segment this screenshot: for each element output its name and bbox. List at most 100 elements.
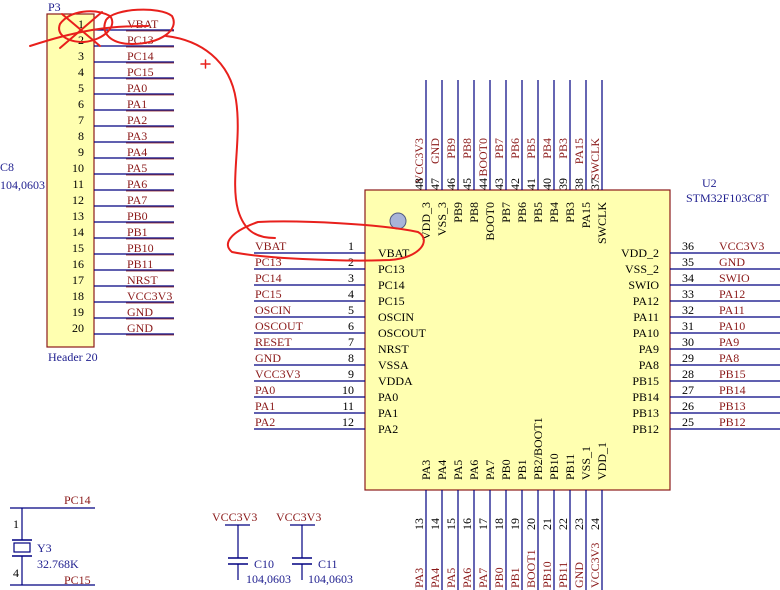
chip-right-pin-name: PA12	[633, 294, 659, 308]
chip-top-net: PB6	[508, 138, 522, 159]
header-pin-number: 12	[72, 193, 84, 207]
annotation-scribble-left	[29, 25, 149, 47]
header-pin-number: 6	[78, 97, 84, 111]
chip-top-pin-number: 48	[412, 178, 426, 190]
crystal-pin-top: 1	[13, 517, 19, 531]
header-net-label: PA0	[127, 81, 147, 95]
chip-right-pin-number: 34	[682, 271, 694, 285]
chip-ref: U2	[702, 176, 717, 190]
chip-top-pin-number: 37	[588, 178, 602, 190]
chip-top-net: PB5	[524, 138, 538, 159]
header-pin-number: 8	[78, 129, 84, 143]
header-net-label: PA7	[127, 193, 147, 207]
chip-bottom-net: GND	[572, 562, 586, 588]
chip-right-pin-name: PA10	[633, 326, 659, 340]
chip-right-pin-name: PB13	[632, 406, 659, 420]
cap-c11-value: 104,0603	[308, 572, 353, 586]
chip-left-pin-number: 10	[342, 383, 354, 397]
chip-bottom-net: PB10	[540, 561, 554, 588]
chip-bottom-pin-number: 15	[444, 518, 458, 530]
chip-top-pin-name: PB6	[515, 202, 529, 223]
chip-top-pin-number: 44	[476, 178, 490, 190]
chip-left-net: PC15	[255, 287, 282, 301]
header-pin-number: 1	[78, 17, 84, 31]
chip-left-pin-number: 8	[348, 351, 354, 365]
chip-bottom-pin-name: PA3	[419, 460, 433, 480]
chip-right-net: PB15	[719, 367, 746, 381]
red-annotations	[29, 8, 425, 262]
cap-c11-ref: C11	[318, 557, 338, 571]
chip-left-net: VCC3V3	[255, 367, 300, 381]
chip-bottom-pin-name: PB0	[499, 459, 513, 480]
chip-right-net: PB13	[719, 399, 746, 413]
chip-right-pin-name: VDD_2	[621, 246, 659, 260]
chip-bottom-pin-number: 14	[428, 518, 442, 530]
left-fragment: C8 104,0603	[0, 160, 45, 192]
chip-bottom-pin-name: PB10	[547, 453, 561, 480]
chip-top-pin-name: SWCLK	[595, 202, 609, 244]
chip-left-pin-name: PA2	[378, 422, 398, 436]
chip-right-net: PA12	[719, 287, 745, 301]
chip-top-net: VCC3V3	[412, 138, 426, 183]
chip-right-net: SWIO	[719, 271, 750, 285]
chip-right-pin-name: PA11	[633, 310, 659, 324]
chip-top-pin-number: 39	[556, 178, 570, 190]
chip-bottom-pin-name: PB2/BOOT1	[531, 417, 545, 480]
header-net-label: GND	[127, 321, 153, 335]
chip-left-pin-number: 6	[348, 319, 354, 333]
chip-top-pin-number: 45	[460, 178, 474, 190]
fragment-value: 104,0603	[0, 178, 45, 192]
chip-left-pin-number: 3	[348, 271, 354, 285]
chip-top-pin-name: VDD_3	[419, 202, 433, 240]
chip-right-pin-name: VSS_2	[625, 262, 659, 276]
header-pin-number: 13	[72, 209, 84, 223]
chip-top-pin-name: VSS_3	[435, 202, 449, 236]
chip-left-pin-name: VBAT	[378, 246, 410, 260]
chip-top-net: PB4	[540, 138, 554, 159]
header-pin-number: 17	[72, 273, 84, 287]
crystal-pin-bottom: 4	[13, 566, 19, 580]
chip-left-net: PC14	[255, 271, 282, 285]
chip-left-net: PA2	[255, 415, 275, 429]
chip-left-net: VBAT	[255, 239, 287, 253]
chip-bottom-net: PB11	[556, 562, 570, 588]
chip-bottom-pin-number: 18	[492, 518, 506, 530]
chip-right-net: GND	[719, 255, 745, 269]
chip-top-pin-name: PB8	[467, 202, 481, 223]
header-pin-number: 20	[72, 321, 84, 335]
chip-top-pin-name: PA15	[579, 202, 593, 228]
chip-top-pin-number: 47	[428, 178, 442, 190]
chip-top-net: GND	[428, 138, 442, 164]
chip-left-pin-name: OSCOUT	[378, 326, 427, 340]
chip-right-pin-number: 36	[682, 239, 694, 253]
header-net-label: PB0	[127, 209, 148, 223]
chip-bottom-pin-name: PA4	[435, 460, 449, 480]
header-pin-row: 20 GND	[72, 321, 174, 336]
